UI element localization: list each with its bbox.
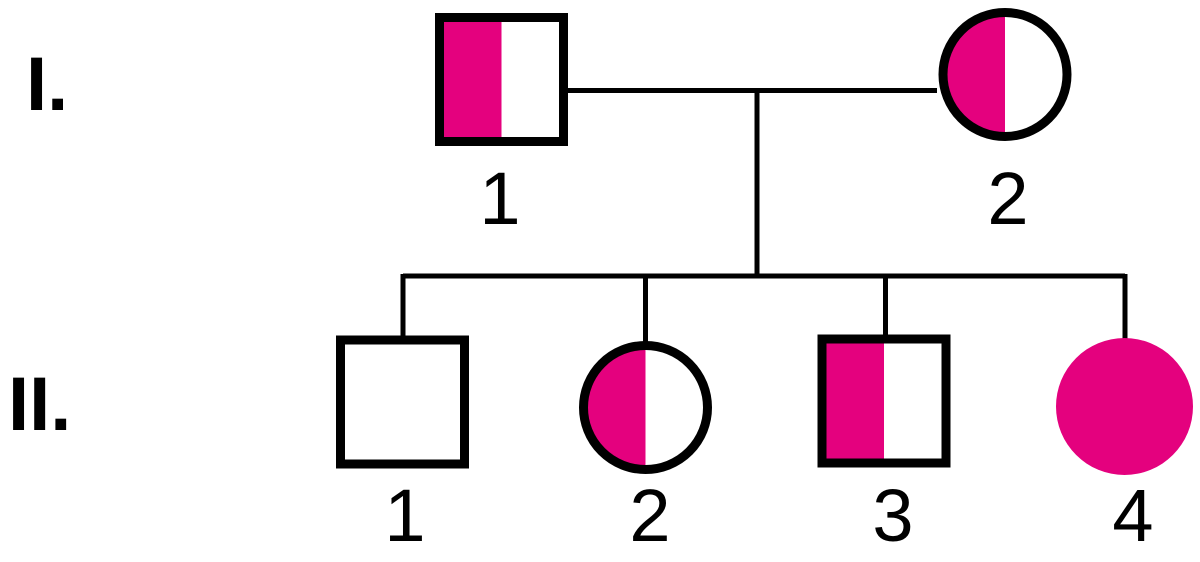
generation-label-I: I.: [26, 42, 68, 127]
individual-II-4-circle: [1056, 338, 1193, 475]
individual-I-2-half-shading: [946, 16, 1005, 133]
individual-II-1-outline: [336, 335, 469, 469]
individual-II-2-number: 2: [629, 474, 670, 557]
individual-I-1-half-shading: [444, 22, 502, 137]
individual-II-1-number: 1: [384, 474, 425, 557]
individual-II-1-square: [340, 340, 465, 464]
individual-II-4-number: 4: [1112, 474, 1153, 557]
individual-II-3-half-shading: [826, 343, 884, 459]
individual-II-3-number: 3: [872, 474, 913, 557]
individual-II-2-outline: [579, 341, 712, 474]
individual-I-1-number: 1: [479, 157, 520, 240]
generation-label-II: II.: [8, 362, 71, 447]
individual-I-2-outline: [938, 8, 1072, 141]
individual-I-2-number: 2: [987, 157, 1028, 240]
individual-II-3-outline: [817, 334, 951, 468]
individual-I-1-outline: [435, 13, 568, 146]
individual-II-2-half-shading: [587, 349, 646, 466]
